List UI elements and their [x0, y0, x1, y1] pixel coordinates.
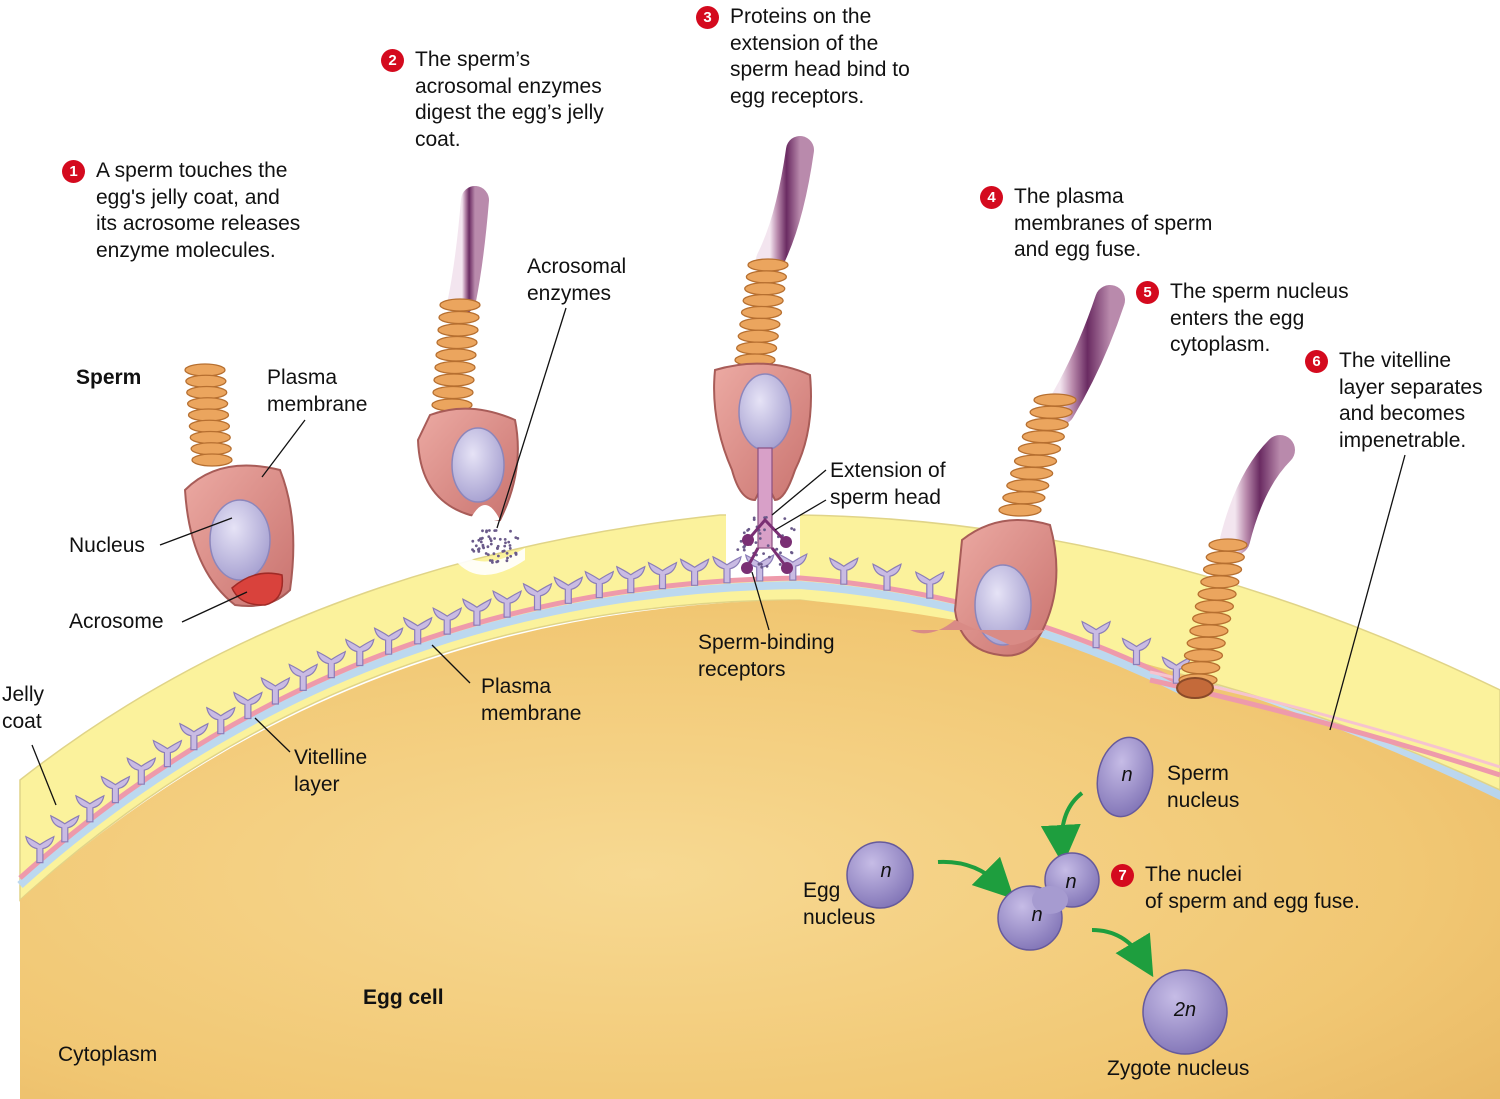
fusing-nuclei [997, 852, 1100, 951]
cytoplasm-label: Cytoplasm [58, 1043, 158, 1066]
zygote-nucleus [1142, 969, 1228, 1055]
fusion-arrows [937, 791, 1154, 978]
sperm-nucleus-ploidy: n [1121, 764, 1133, 786]
zygote-ploidy: 2n [1173, 999, 1197, 1021]
sperm-nucleus [1096, 736, 1154, 818]
sperm-1 [183, 285, 295, 607]
receptors-label: Sperm-binding receptors [698, 631, 835, 681]
sperm-binding-receptors [25, 553, 1192, 864]
fusing-nucleus-ploidy-2: n [1031, 904, 1043, 926]
sperm-label: Sperm [76, 366, 142, 389]
egg-nucleus [846, 841, 914, 909]
leader-lines [31, 307, 1406, 806]
acrosomal-enzymes-label: Acrosomal enzymes [527, 255, 627, 305]
sperm-plasma-membrane-label: Plasma membrane [267, 366, 368, 416]
egg-nucleus-ploidy: n [880, 860, 892, 882]
egg-plasma-membrane-label: Plasma membrane [481, 675, 582, 725]
sperm-4 [910, 285, 1125, 657]
egg-nucleus-label: Egg nucleus [803, 879, 876, 929]
sperm-2 [416, 186, 520, 564]
vitelline-layer-label: Vitelline layer [294, 746, 368, 796]
jelly-coat-label: Jelly coat [2, 683, 45, 733]
zygote-nucleus-label: Zygote nucleus [1107, 1057, 1250, 1080]
sperm-nucleus-label: Sperm nucleus [1167, 762, 1240, 812]
extension-label: Extension of sperm head [830, 459, 946, 509]
fusing-nucleus-ploidy-1: n [1065, 871, 1077, 893]
acrosome-label: Acrosome [69, 610, 164, 633]
egg-cell-label: Egg cell [363, 986, 444, 1009]
sperm-3 [713, 136, 814, 574]
nucleus-label: Nucleus [69, 534, 145, 557]
sperm-5-tail [1176, 435, 1295, 699]
